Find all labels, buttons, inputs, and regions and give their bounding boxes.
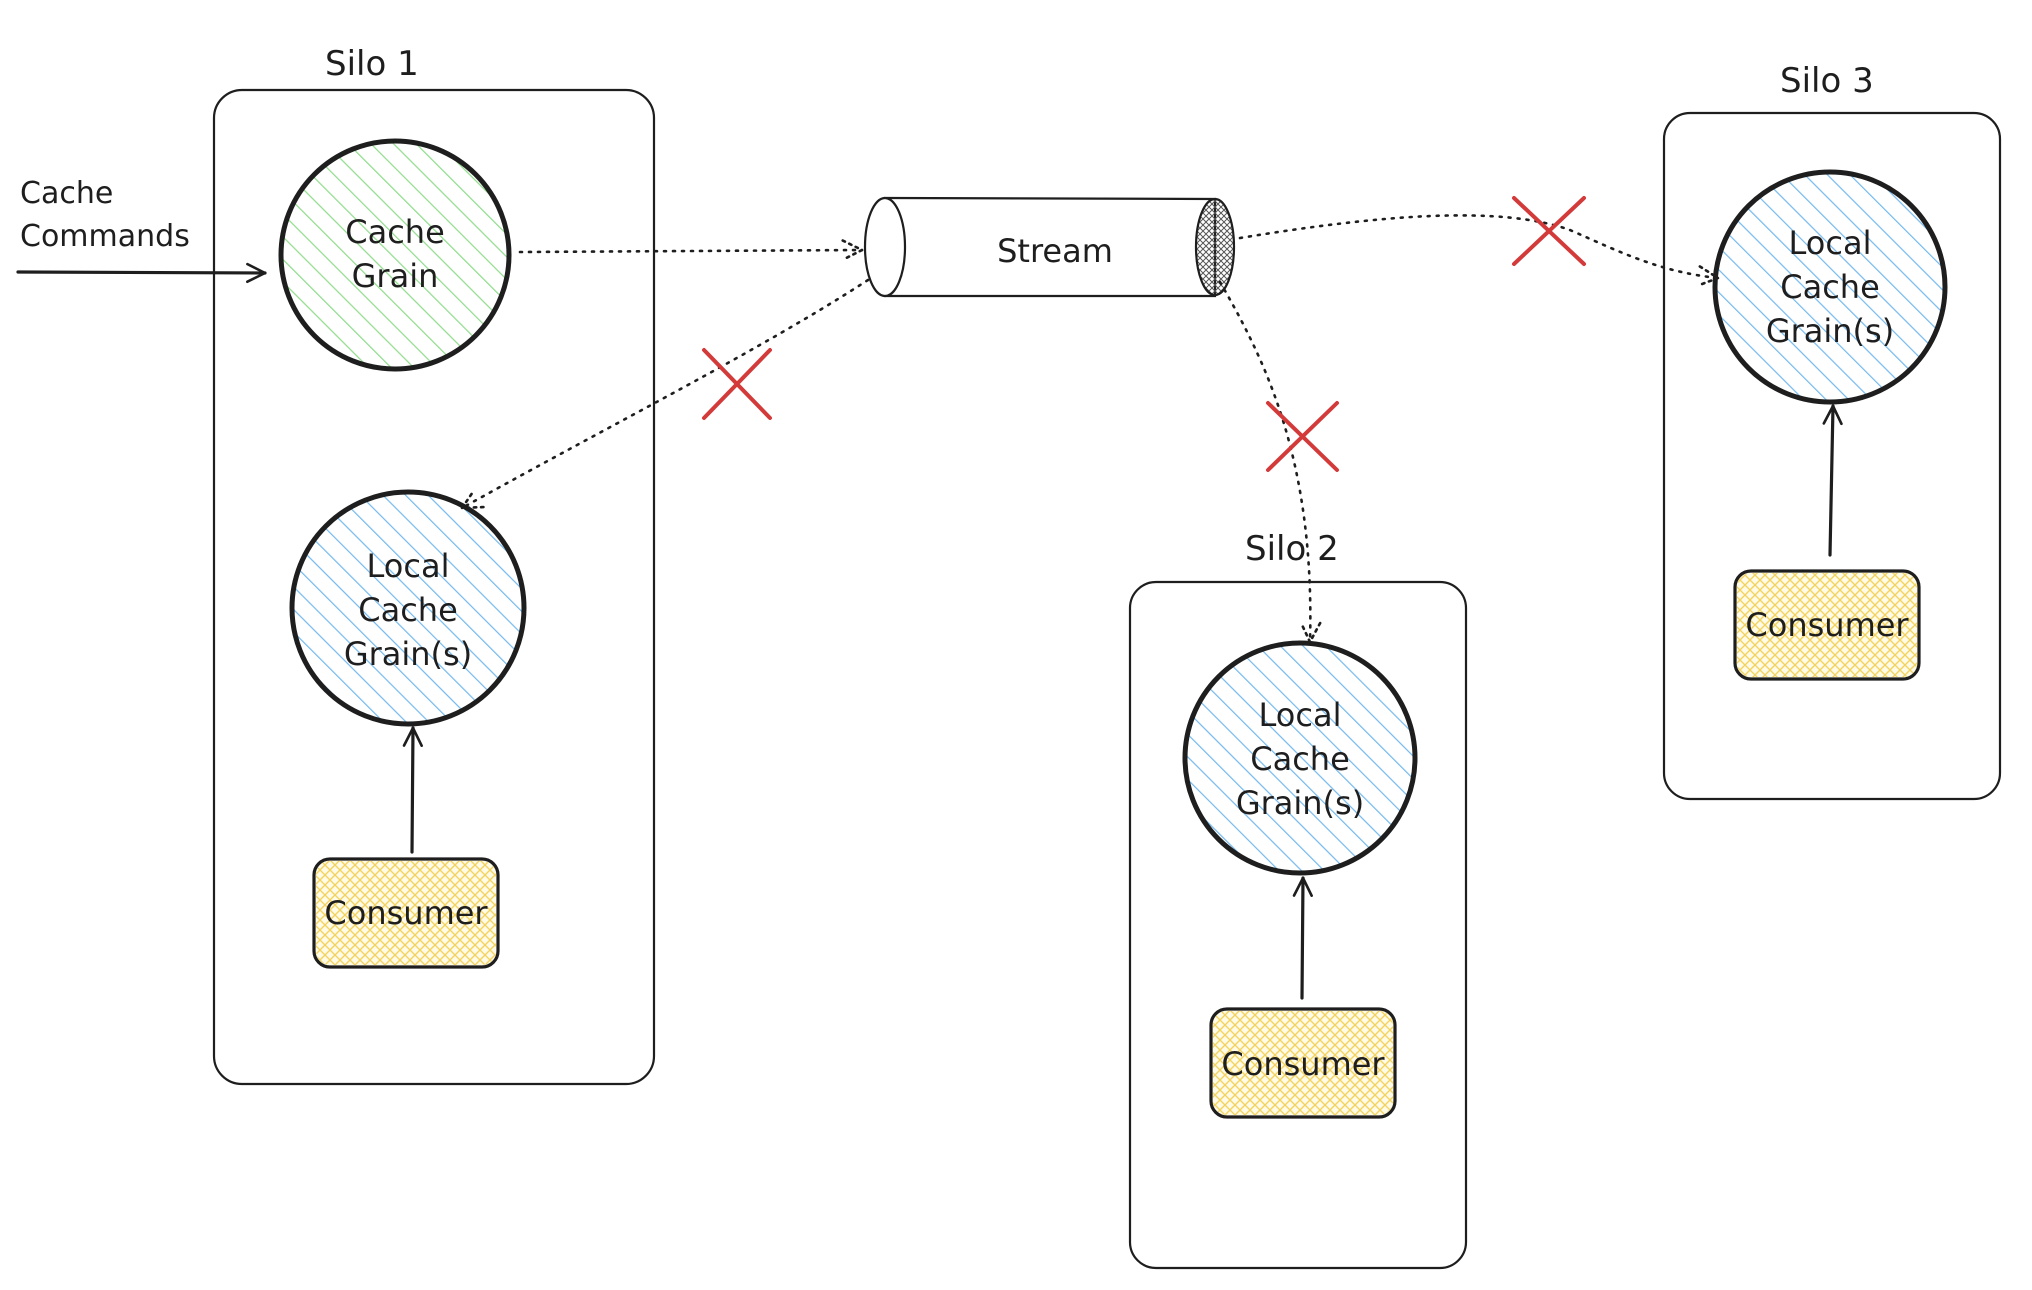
cross-stroke-b (702, 348, 772, 420)
silo-1-container (212, 88, 656, 1086)
silo-1: Silo 1 Cache Grain Local Cache Grain(s) … (212, 44, 656, 1086)
cross-stroke-b (1512, 196, 1586, 266)
silo-3-title: Silo 3 (1780, 61, 1874, 101)
stream-to-silo-2-flow (1218, 280, 1310, 642)
cache-commands-label-1: Cache (20, 176, 113, 211)
stream-left-cap (863, 196, 907, 298)
consumer-to-grain-arrow-silo-1 (402, 726, 423, 854)
silo-2: Silo 2 Local Cache Grain(s) Consumer (1128, 529, 1468, 1270)
consumer-hatch (1737, 573, 1917, 677)
cache-grain-fill (281, 141, 509, 369)
consumer-hatch (316, 861, 496, 965)
local-cache-grain-fill (292, 492, 524, 724)
local-grain-label-3: Grain(s) (1766, 312, 1894, 350)
blocked-cross-silo-2 (1266, 401, 1339, 472)
local-grain-label-1: Local (1259, 696, 1342, 734)
consumer-silo-2: Consumer (1209, 1007, 1397, 1119)
stream-to-silo-3-flow (1238, 214, 1718, 278)
silo-2-container (1128, 580, 1468, 1270)
cache-grain-to-stream-flow (518, 250, 862, 252)
stream: Stream (863, 196, 1236, 298)
stream-label: Stream (997, 232, 1113, 270)
consumer-label: Consumer (1745, 606, 1909, 644)
blocked-cross-silo-1 (702, 348, 772, 420)
consumer-to-grain-arrow-silo-3 (1822, 404, 1843, 557)
local-cache-grain-fill (1185, 643, 1415, 873)
cache-grain: Cache Grain (278, 138, 512, 372)
stream-right-cap (1194, 197, 1236, 297)
cache-commands-input: Cache Commands (16, 176, 267, 284)
consumer-silo-3: Consumer (1733, 569, 1921, 681)
consumer-label: Consumer (324, 894, 488, 932)
local-cache-grain-silo-3: Local Cache Grain(s) (1712, 169, 1948, 405)
silo-3: Silo 3 Local Cache Grain(s) Consumer (1662, 61, 2002, 801)
cache-commands-label-2: Commands (20, 219, 190, 254)
local-cache-grain-silo-1: Local Cache Grain(s) (289, 489, 527, 727)
consumer-hatch (1213, 1011, 1393, 1115)
local-grain-label-1: Local (367, 547, 450, 585)
cache-commands-arrow (16, 262, 267, 284)
cache-grain-label-2: Grain (352, 257, 439, 295)
silo-2-title: Silo 2 (1245, 529, 1339, 569)
local-cache-grain-fill (1715, 172, 1945, 402)
cross-stroke-b (1266, 401, 1339, 472)
local-grain-label-3: Grain(s) (344, 635, 472, 673)
consumer-to-grain-arrow-silo-2 (1292, 876, 1313, 1000)
consumer-label: Consumer (1221, 1045, 1385, 1083)
silo-3-container (1662, 111, 2002, 801)
local-grain-label-1: Local (1789, 224, 1872, 262)
stream-to-silo-1-flow (462, 278, 870, 508)
cache-grain-label-1: Cache (345, 213, 445, 251)
local-cache-grain-outline (1712, 169, 1948, 405)
local-grain-label-2: Cache (1250, 740, 1350, 778)
local-cache-grain-outline (1182, 640, 1418, 876)
local-grain-label-2: Cache (1780, 268, 1880, 306)
local-cache-grain-outline (289, 489, 527, 727)
local-grain-label-2: Cache (358, 591, 458, 629)
silo-1-title: Silo 1 (325, 44, 419, 84)
consumer-silo-1: Consumer (312, 857, 500, 969)
cache-grain-outline (278, 138, 512, 372)
local-grain-label-3: Grain(s) (1236, 784, 1364, 822)
local-cache-grain-silo-2: Local Cache Grain(s) (1182, 640, 1418, 876)
blocked-cross-silo-3 (1512, 196, 1586, 266)
